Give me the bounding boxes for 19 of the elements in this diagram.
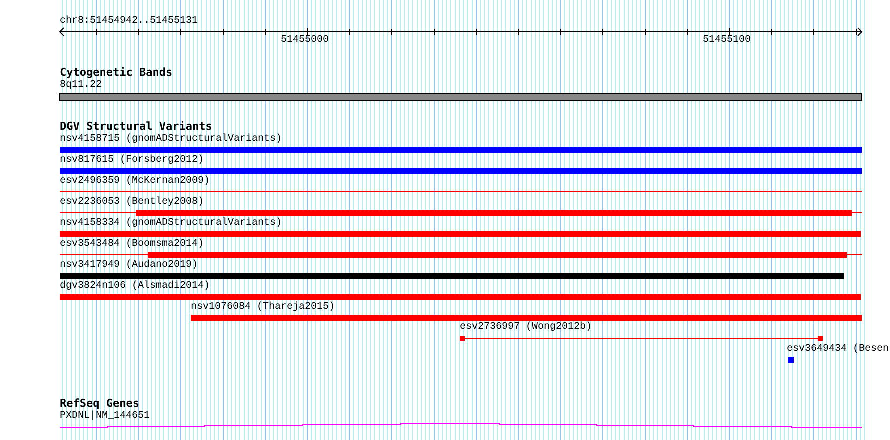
track-title: DGV Structural Variants [60, 121, 212, 132]
variant-label: nsv4158715 (gnomADStructuralVariants) [60, 134, 282, 145]
variant-label: nsv817615 (Forsberg2012) [60, 155, 204, 166]
ruler-tick-label: 51455100 [703, 35, 751, 46]
gene-label: PXDNL|NM_144651 [60, 411, 150, 422]
variant-label: nsv4158334 (gnomADStructuralVariants) [60, 218, 282, 229]
variant-label: esv3649434 (Besen [787, 344, 890, 355]
locus-label: chr8:51454942..51455131 [60, 16, 198, 27]
ruler-tick-label: 51455000 [281, 35, 329, 46]
variant-label: nsv3417949 (Audano2019) [60, 260, 198, 271]
variant-label: esv2236053 (Bentley2008) [60, 197, 204, 208]
variant-label: esv2736997 (Wong2012b) [460, 322, 592, 333]
variant-label: esv2496359 (McKernan2009) [60, 176, 210, 187]
track-title: Cytogenetic Bands [60, 67, 173, 78]
variant-label: esv3543484 (Boomsma2014) [60, 239, 204, 250]
track-title: RefSeq Genes [60, 398, 140, 409]
cytoband-label: 8q11.22 [60, 80, 102, 91]
variant-label: dgv3824n106 (Alsmadi2014) [60, 281, 210, 292]
variant-label: nsv1076084 (Thareja2015) [191, 302, 336, 313]
